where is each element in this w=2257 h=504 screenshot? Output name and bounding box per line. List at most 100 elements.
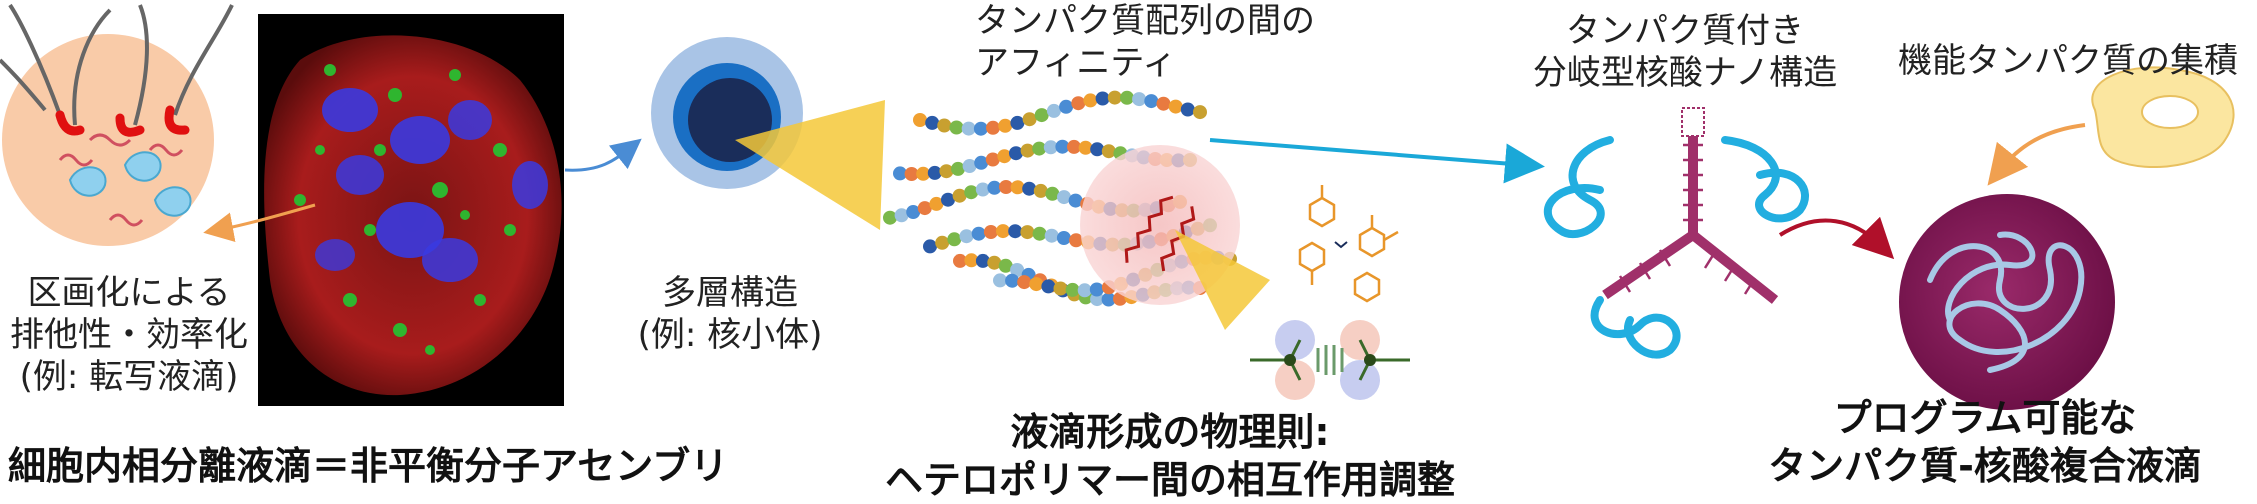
polymer-bead <box>894 208 909 223</box>
polymer-bead <box>952 188 967 203</box>
polymer-bead <box>1044 228 1059 243</box>
polymer-bead <box>997 149 1012 164</box>
polymer-bead <box>1193 105 1207 120</box>
arrow-cell-to-droplet <box>203 203 316 243</box>
polymer-bead <box>925 115 940 130</box>
polymer-bead <box>951 161 965 176</box>
polymer-bead <box>904 167 919 181</box>
polymer-bead <box>1059 99 1074 114</box>
polymer-bead <box>993 273 1007 288</box>
polymer-bead <box>1132 92 1147 107</box>
polymer-bead <box>973 121 988 136</box>
label-bottom-mid-line2: ヘテロポリマー間の相互作用調整 <box>884 458 1455 502</box>
polymer-bead <box>962 159 977 173</box>
polymer-bead <box>1168 99 1183 114</box>
polymer-bead <box>964 185 979 200</box>
polymer-bead <box>953 253 967 268</box>
label-affinity-line1: タンパク質配列の間の <box>975 1 1315 41</box>
polymer-bead <box>971 226 986 241</box>
polymer-bead <box>961 121 976 136</box>
polymer-bead <box>1032 141 1047 156</box>
polymer-bead <box>996 224 1010 239</box>
polymer-bead <box>1071 96 1086 111</box>
polymer-strands <box>0 3 234 126</box>
polymer-bead <box>998 258 1013 273</box>
functional-protein <box>2091 66 2235 169</box>
label-multilayer: 多層構造 (例: 核小体) <box>615 272 845 356</box>
polymer-bead <box>949 120 964 135</box>
label-bottom-left: 細胞内相分離液滴＝非平衡分子アセンブリ <box>8 444 729 488</box>
polymer-bead <box>1010 180 1025 195</box>
label-bottom-right: プログラム可能な タンパク質-核酸複合液滴 <box>1720 394 2250 490</box>
polymer-bead <box>947 232 962 247</box>
polymer-bead <box>987 255 1002 270</box>
polymer-bead <box>1101 144 1116 159</box>
label-multilayer-line2: (例: 核小体) <box>637 315 823 355</box>
polymer-bead <box>1095 91 1110 106</box>
label-bottom-right-line2: タンパク質-核酸複合液滴 <box>1768 444 2202 488</box>
polymer-bead <box>935 235 950 250</box>
polymer-bead <box>1056 231 1071 245</box>
polymer-bead <box>1156 96 1171 111</box>
polymer-bead <box>929 196 944 211</box>
label-multilayer-line1: 多層構造 <box>662 273 798 313</box>
zoom-cone-1 <box>735 100 885 230</box>
polymer-bead <box>1041 279 1056 294</box>
label-bottom-mid: 液滴形成の物理則: ヘテロポリマー間の相互作用調整 <box>850 408 1490 504</box>
polymer-bead <box>1077 283 1092 298</box>
polymer-bead <box>1180 102 1195 117</box>
interaction-motif <box>1250 320 1410 400</box>
polymer-bead <box>1055 139 1070 154</box>
branched-dna-structure <box>1543 107 1809 359</box>
polymer-bead <box>1144 94 1159 109</box>
polymer-bead <box>1009 146 1023 161</box>
polymer-bead <box>974 155 989 170</box>
polymer-bead <box>1053 281 1068 296</box>
cell-micrograph <box>258 14 564 406</box>
polymer-bead <box>1020 143 1035 158</box>
polymer-bead <box>1022 112 1037 127</box>
label-accumulation: 機能タンパク質の集積 <box>1898 41 2238 81</box>
label-compartment: 区画化による 排他性・効率化 (例: 転写液滴) <box>4 272 254 398</box>
polymer-bead <box>1089 282 1104 297</box>
polymer-bead <box>975 182 990 197</box>
polymer-bead <box>939 164 954 179</box>
polymer-bead <box>1107 90 1122 105</box>
polymer-bead <box>1033 183 1048 198</box>
arrow-dna-to-droplet <box>1778 216 1895 260</box>
polymer-bead <box>1090 142 1105 157</box>
polymer-bead <box>1083 93 1098 108</box>
label-compartment-line3: (例: 転写液滴) <box>19 357 239 397</box>
polymer-bead <box>1032 226 1047 241</box>
polymer-bead <box>1045 186 1060 201</box>
label-affinity: タンパク質配列の間の アフィニティ <box>975 0 1315 84</box>
zoom-cone-2 <box>1175 230 1270 330</box>
polymer-bead <box>1029 277 1044 292</box>
programmable-droplet <box>1899 194 2115 410</box>
polymer-bead <box>1005 273 1020 288</box>
polymer-bead <box>1067 139 1081 154</box>
label-bottom-right-line1: プログラム可能な <box>1833 396 2137 440</box>
polymer-bead <box>985 152 1000 167</box>
polymer-bead <box>1043 140 1058 155</box>
label-branched: タンパク質付き 分岐型核酸ナノ構造 <box>1515 10 1855 94</box>
polymer-bead <box>1046 103 1061 118</box>
label-branched-line1: タンパク質付き <box>1566 11 1804 51</box>
polymer-bead <box>916 166 931 181</box>
polymer-bead <box>964 253 979 268</box>
polymer-bead <box>986 120 1000 135</box>
label-branched-line2: 分岐型核酸ナノ構造 <box>1532 53 1838 93</box>
label-compartment-line1: 区画化による <box>27 273 231 313</box>
arrow-protein-to-droplet <box>1987 123 2086 186</box>
polymer-bead <box>1022 181 1037 196</box>
arrow-polymer-to-dna <box>1209 138 1545 184</box>
polymer-bead <box>987 180 1002 195</box>
polymer-bead <box>927 165 942 180</box>
molecule-structure <box>1298 185 1399 303</box>
label-bottom-mid-line1: 液滴形成の物理則: <box>1010 410 1330 454</box>
polymer-bead <box>923 239 937 254</box>
polymer-bead <box>883 210 897 225</box>
polymer-bead <box>1065 282 1080 297</box>
polymer-bead <box>999 180 1013 194</box>
polymer-bead <box>1057 190 1071 205</box>
